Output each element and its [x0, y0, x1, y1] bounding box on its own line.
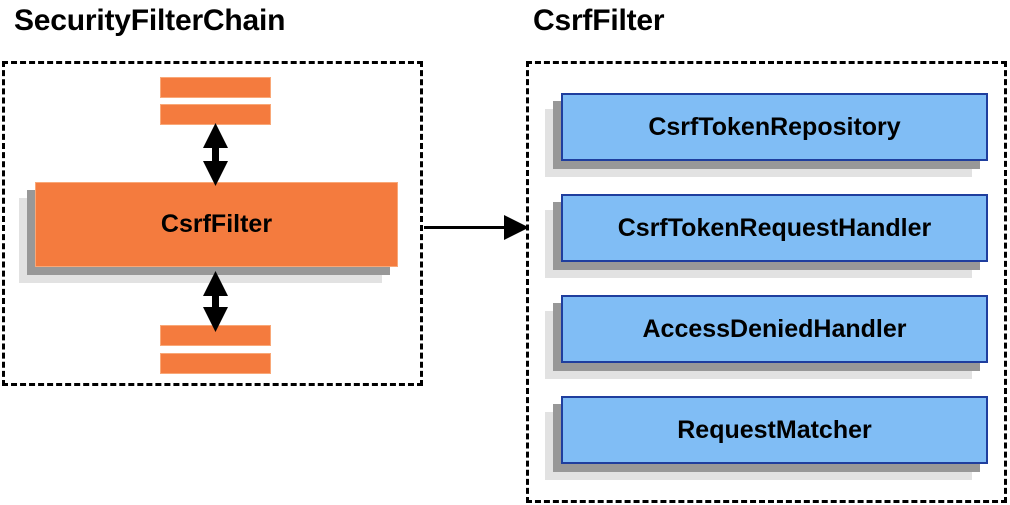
collaborator-node-body[interactable]: CsrfTokenRepository	[561, 93, 988, 161]
csrf-filter-node-body[interactable]: CsrfFilter	[35, 182, 398, 267]
filter-stub-bottom-2	[160, 353, 271, 374]
collaborator-node-request-matcher[interactable]: RequestMatcher	[545, 396, 988, 480]
filter-stub-top-1	[160, 77, 271, 98]
arrow-left-panel-to-right-panel	[424, 215, 529, 240]
collaborator-node-csrf-token-request-handler[interactable]: CsrfTokenRequestHandler	[545, 194, 988, 278]
csrf-filter-container	[526, 61, 1007, 503]
collaborator-node-body[interactable]: CsrfTokenRequestHandler	[561, 194, 988, 262]
collaborator-node-label: AccessDeniedHandler	[642, 314, 907, 343]
collaborator-node-label: RequestMatcher	[677, 415, 872, 444]
left-panel-title: SecurityFilterChain	[14, 4, 286, 37]
collaborator-node-access-denied-handler[interactable]: AccessDeniedHandler	[545, 295, 988, 379]
collaborator-node-label: CsrfTokenRepository	[648, 112, 901, 141]
csrf-filter-node-label: CsrfFilter	[160, 210, 273, 238]
collaborator-node-body[interactable]: RequestMatcher	[561, 396, 988, 464]
collaborator-node-body[interactable]: AccessDeniedHandler	[561, 295, 988, 363]
collaborator-node-label: CsrfTokenRequestHandler	[617, 213, 932, 242]
csrf-filter-node[interactable]: CsrfFilter	[19, 182, 398, 283]
filter-stub-top-2	[160, 104, 271, 125]
right-panel-title: CsrfFilter	[533, 4, 665, 37]
filter-stub-bottom-1	[160, 325, 271, 346]
security-filter-chain-container	[2, 61, 423, 386]
collaborator-node-csrf-token-repository[interactable]: CsrfTokenRepository	[545, 93, 988, 177]
